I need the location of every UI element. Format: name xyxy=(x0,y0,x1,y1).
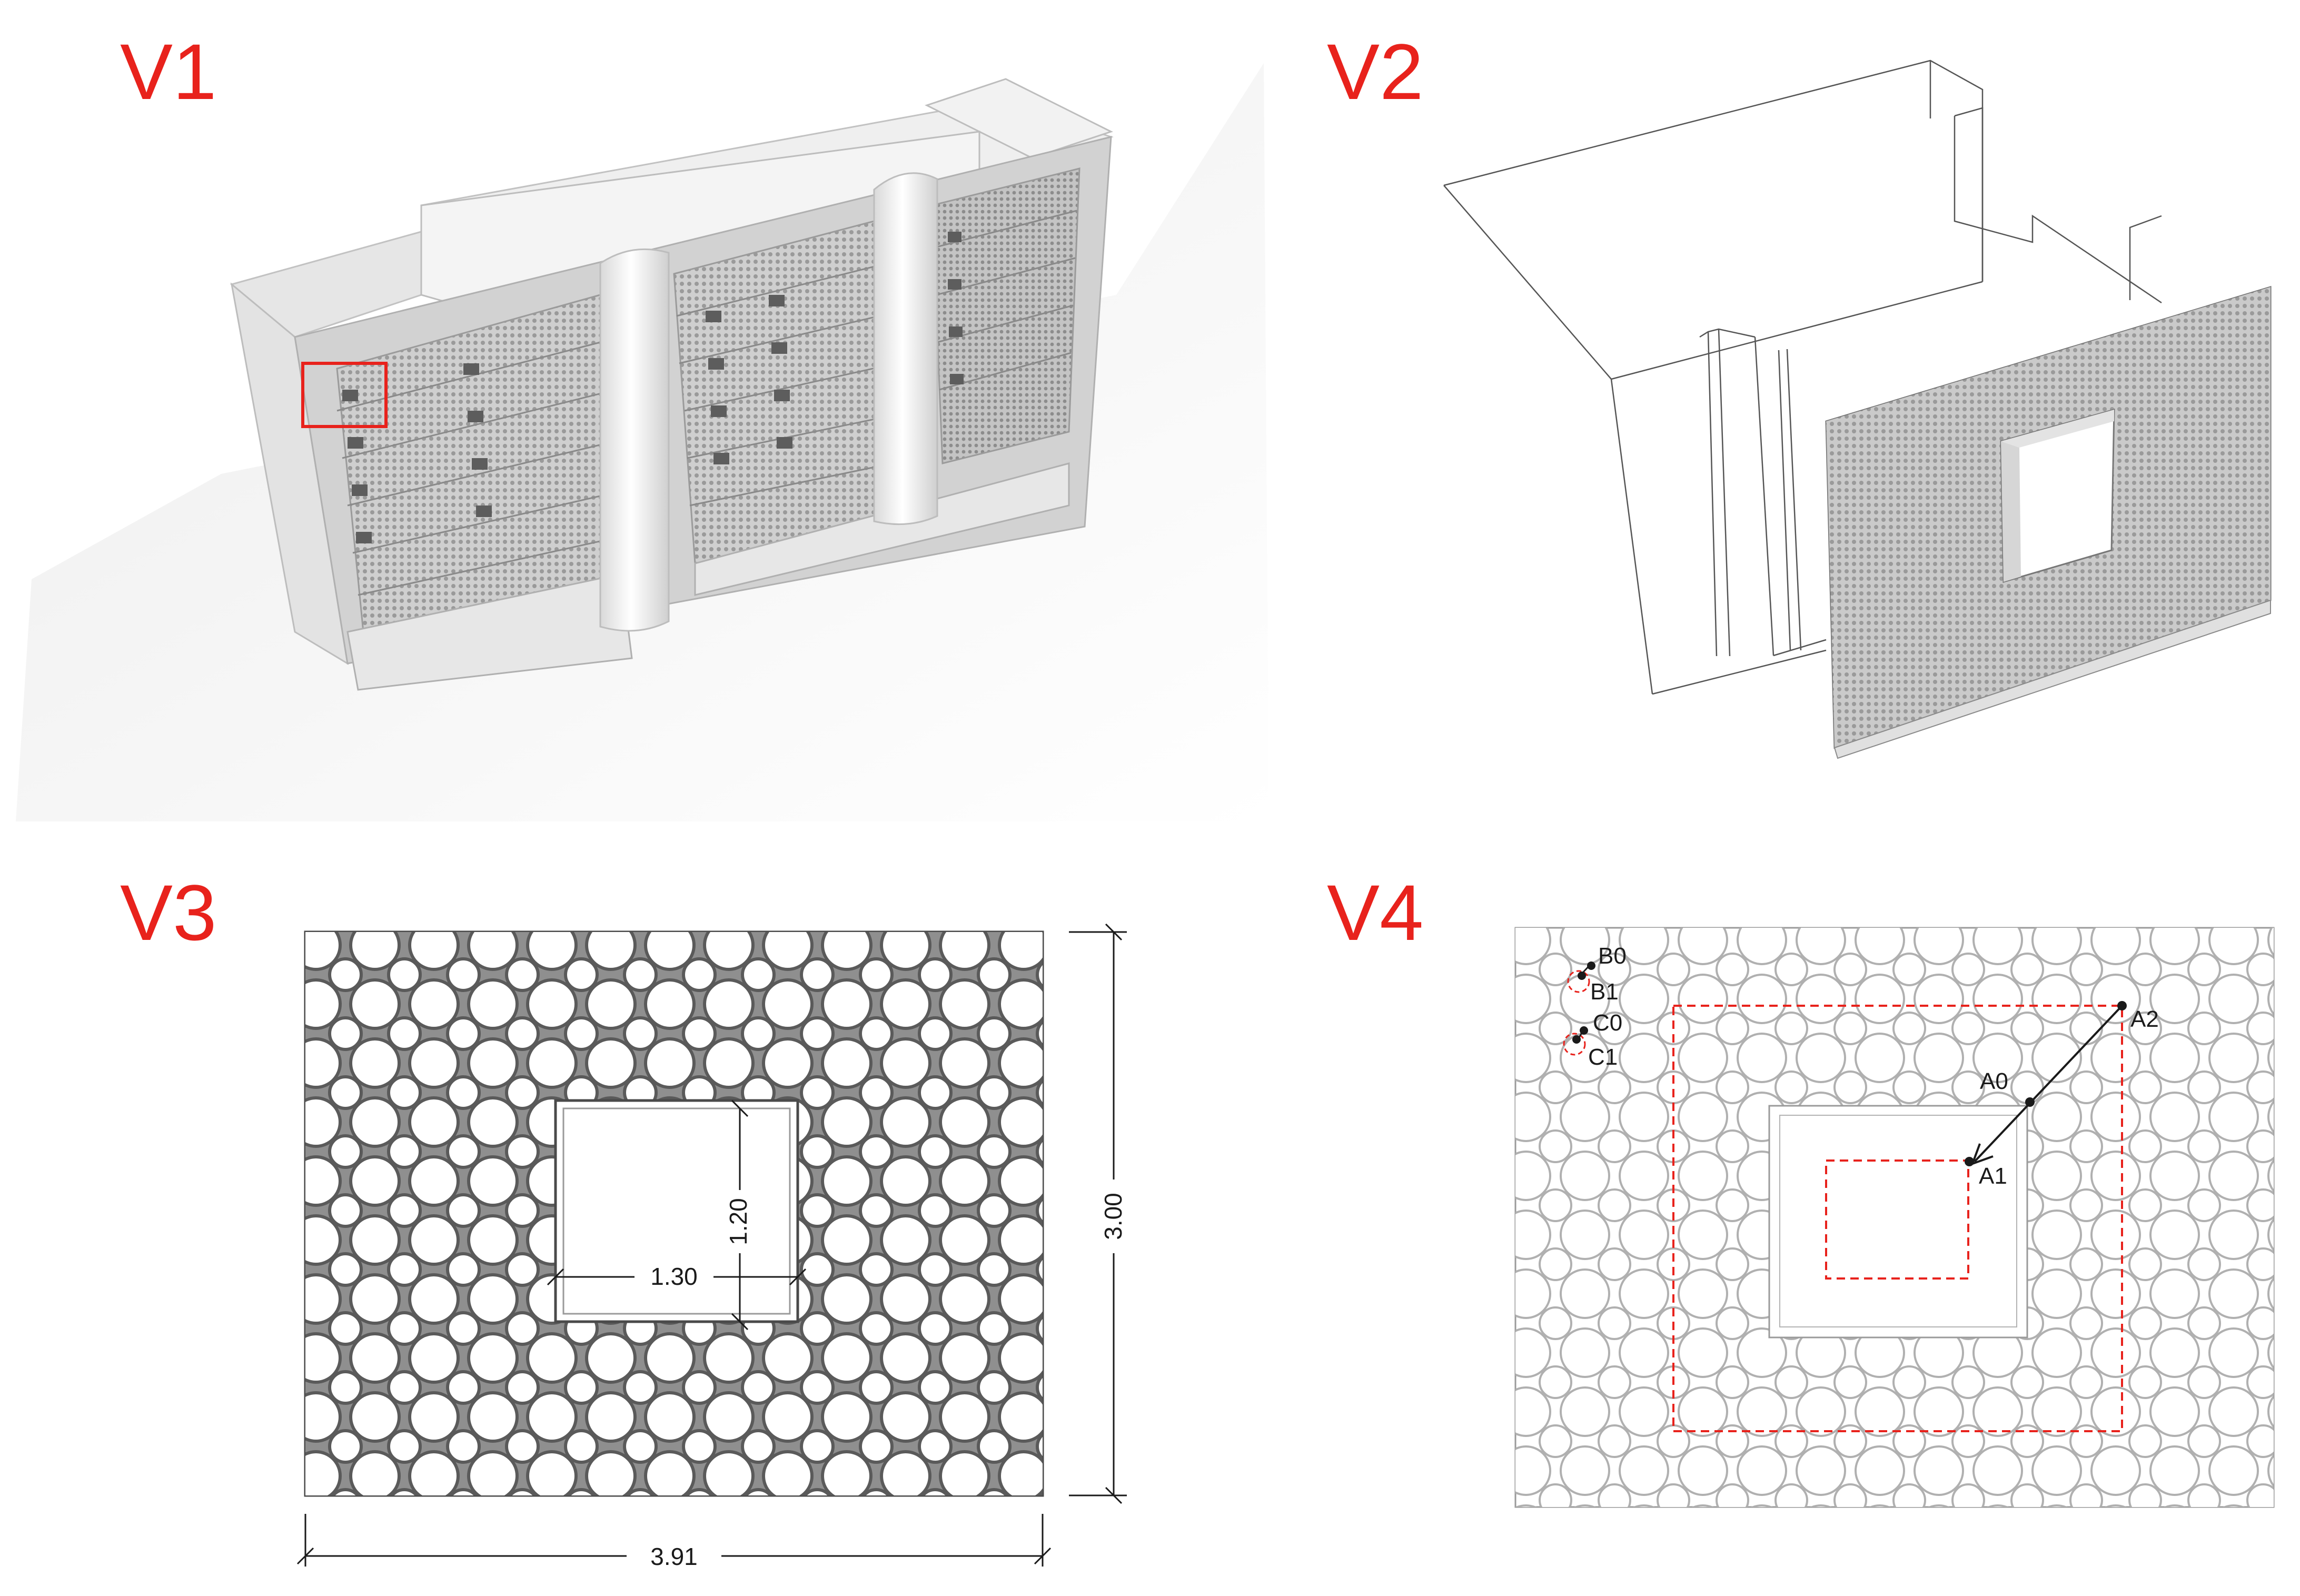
v4-vector-a xyxy=(1974,1005,2123,1163)
v4-label-a1: A1 xyxy=(1979,1163,2007,1189)
v2-label: V2 xyxy=(1327,27,1423,116)
v4-point-c1 xyxy=(1572,1035,1581,1044)
v1-highlight-frame xyxy=(301,362,388,428)
v1-panel: V1 xyxy=(16,27,1269,821)
v4-label-b0: B0 xyxy=(1598,943,1627,969)
v1-windows xyxy=(342,232,964,543)
v4-point-a2 xyxy=(2117,1001,2127,1010)
v2-room-wireframe xyxy=(1443,60,2162,695)
v3-opening-width-label: 1.30 xyxy=(650,1263,698,1290)
v3-panel-width-label: 3.91 xyxy=(650,1543,698,1570)
v4-outer-bound xyxy=(1672,1005,2123,1432)
v4-circle-pattern xyxy=(1515,928,2274,1507)
v4-point-b0 xyxy=(1587,961,1595,970)
v4-point-c0 xyxy=(1580,1026,1588,1035)
v3-opening-dimensions xyxy=(547,1099,807,1331)
v4-label-c1: C1 xyxy=(1588,1044,1618,1070)
v3-opening-height-label: 1.20 xyxy=(725,1198,752,1245)
v4-label: V4 xyxy=(1327,868,1423,957)
v1-label: V1 xyxy=(120,27,216,116)
v4-point-b1 xyxy=(1578,972,1586,980)
v1-columns xyxy=(599,172,938,632)
v3-panel: V3 1.30 1.20 xyxy=(120,868,1129,1574)
v3-label: V3 xyxy=(120,868,216,957)
v4-label-c0: C0 xyxy=(1593,1010,1622,1036)
v4-label-a0: A0 xyxy=(1980,1068,2008,1094)
v4-inner-bound xyxy=(1825,1159,1969,1280)
v4-label-b1: B1 xyxy=(1590,979,1619,1005)
v4-radius-markers: B0 B1 C0 C1 xyxy=(1563,943,1627,1070)
v4-point-a0 xyxy=(2025,1097,2035,1107)
v4-panel: V4 A2 A0 A1 B0 B1 xyxy=(1327,868,2275,1508)
v3-elevation: 1.30 1.20 3.00 3.91 xyxy=(296,923,1129,1574)
v4-label-a2: A2 xyxy=(2130,1006,2159,1032)
v2-screen-panel xyxy=(1825,285,2272,759)
v3-panel-height-label: 3.00 xyxy=(1099,1193,1127,1240)
v2-panel: V2 xyxy=(1327,27,2272,759)
v1-building-model xyxy=(230,78,1114,691)
v4-elevation: A2 A0 A1 B0 B1 C0 C1 xyxy=(1514,927,2275,1508)
v4-point-a1 xyxy=(1965,1157,1974,1166)
